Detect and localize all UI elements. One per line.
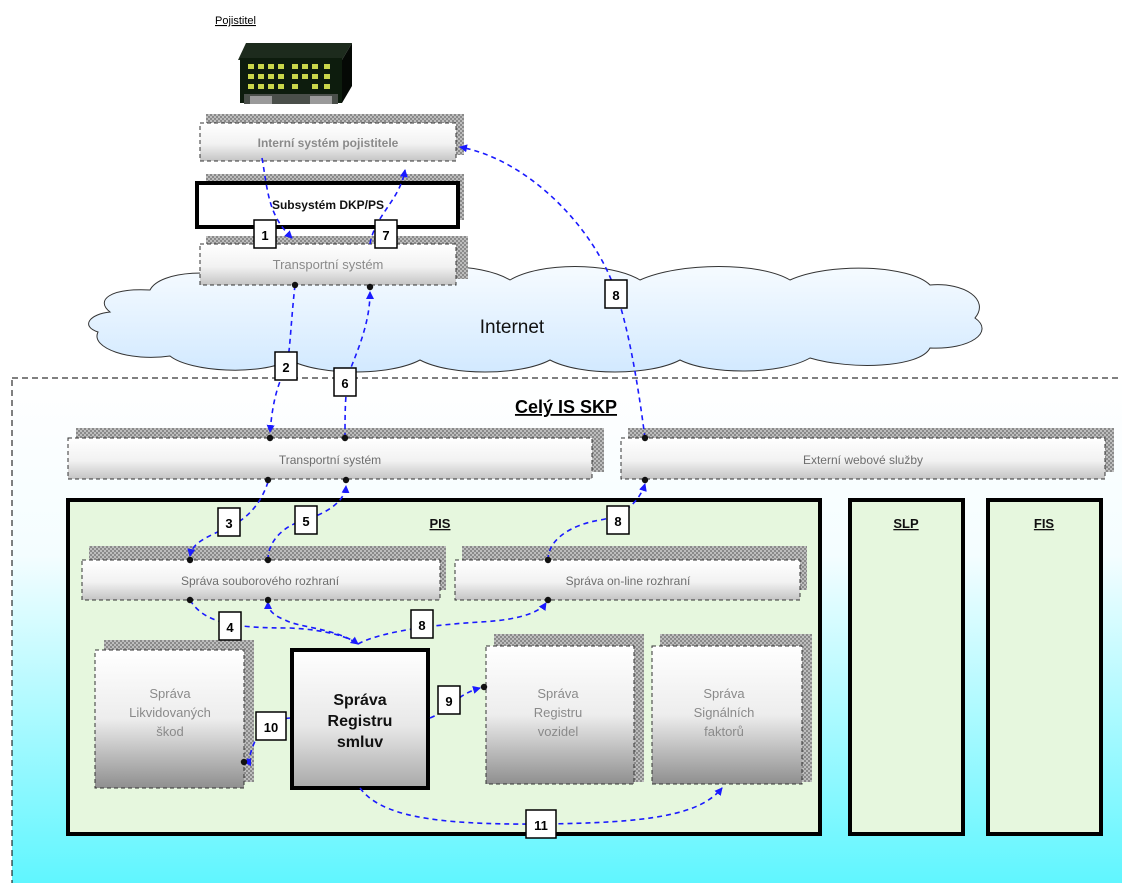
svg-text:4: 4 [226,620,234,635]
flow-label-10: 10 [255,711,287,741]
subsystem-dkp-ps: Subsystém DKP/PS [195,174,464,229]
flow-label-4: 4 [218,611,242,641]
flow-label-5: 5 [294,505,318,535]
claims-line-1: Správa [149,686,191,701]
svg-text:8: 8 [612,288,619,303]
flow-label-3: 3 [217,507,241,537]
insurer-internal-system-label: Interní systém pojistitele [258,136,399,150]
flow-label-8-internal: 8 [410,609,434,639]
svg-text:10: 10 [264,720,278,735]
subsystem-dkp-ps-label: Subsystém DKP/PS [272,198,384,212]
internet-label: Internet [480,317,545,338]
flow-arrow-1 [261,157,293,239]
insurer-transport-system: Transportní systém [199,236,468,286]
skp-transport-label: Transportní systém [279,453,381,467]
svg-text:8: 8 [418,618,425,633]
flow-arrow-11 [359,787,723,825]
fis-panel [986,498,1103,836]
online-interface-label: Správa on-line rozhraní [566,574,691,588]
flow-arrow-6 [344,291,374,439]
flow-label-9: 9 [437,685,461,715]
flow-label-11: 11 [525,809,557,839]
external-web-label: Externí webové služby [803,453,923,467]
flow-arrow-7 [369,169,408,245]
vehicles-line-3: vozidel [538,724,579,739]
is-skp-title: Celý IS SKP [515,397,617,417]
insurer-transport-label: Transportní systém [273,257,384,272]
claims-line-3: škod [156,724,183,739]
flow-label-8-cloud: 8 [604,279,628,309]
signal-line-3: faktorů [704,724,744,739]
claims-module: Správa Likvidovaných škod [94,640,254,789]
contracts-line-1: Správa [333,692,386,709]
flow-label-7: 7 [374,219,398,249]
connection-dots [186,281,649,766]
contracts-line-3: smluv [337,734,383,751]
slp-title: SLP [893,516,919,531]
insurer-label: Pojistitel [215,15,256,27]
svg-text:5: 5 [302,514,309,529]
flow-arrow-3 [187,481,269,557]
fis-title: FIS [1034,516,1055,531]
svg-text:6: 6 [341,376,348,391]
svg-text:1: 1 [261,228,268,243]
insurer-internal-system: Interní systém pojistitele [199,114,464,162]
skp-transport-system: Transportní systém [67,428,604,480]
flow-arrow-8-internal [357,602,547,645]
vehicles-line-1: Správa [537,686,579,701]
svg-text:2: 2 [282,360,289,375]
svg-text:7: 7 [382,228,389,243]
vehicles-register-module: Správa Registru vozidel [485,634,644,785]
flow-label-2: 2 [274,351,298,381]
signal-line-1: Správa [703,686,745,701]
file-interface-label: Správa souborového rozhraní [181,574,340,588]
flow-label-1: 1 [253,219,277,249]
signal-line-2: Signálních [694,705,755,720]
signal-factors-module: Správa Signálních faktorů [651,634,812,785]
claims-line-2: Likvidovaných [129,705,211,720]
flow-label-8-web: 8 [606,505,630,535]
pis-title: PIS [430,516,451,531]
external-web-services: Externí webové služby [620,428,1114,480]
flow-label-6: 6 [333,367,357,397]
contracts-register-module: Správa Registru smluv [290,648,430,790]
svg-text:3: 3 [225,516,232,531]
file-interface: Správa souborového rozhraní [81,546,446,601]
flow-arrows [187,144,723,825]
online-interface: Správa on-line rozhraní [454,546,807,601]
insurer-building-icon: Pojistitel [215,15,352,104]
svg-text:8: 8 [614,514,621,529]
vehicles-line-2: Registru [534,705,582,720]
contracts-line-2: Registru [328,713,393,730]
flow-labels: 1 7 2 6 8 3 5 8 4 8 9 10 11 [217,219,630,839]
svg-text:11: 11 [534,818,548,833]
svg-text:9: 9 [445,694,452,709]
slp-panel [848,498,965,836]
